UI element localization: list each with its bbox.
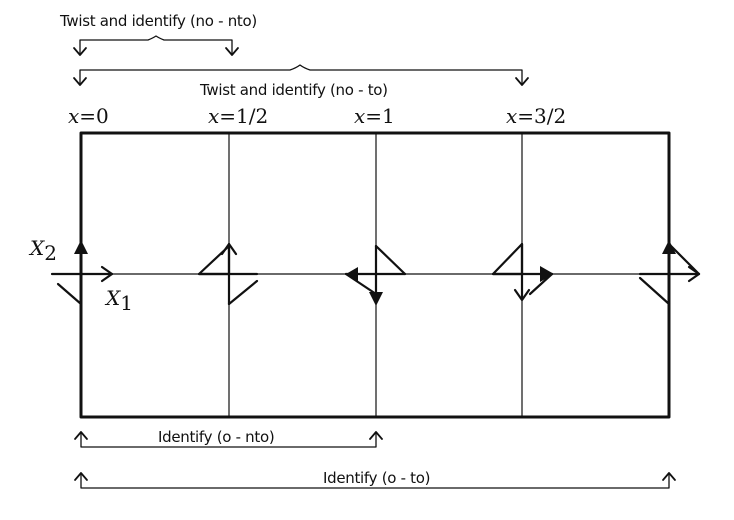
label-identify-nto: Identify (o - nto) [158, 428, 274, 446]
position-labels: x=0 x=1/2 x=1 x=3/2 [68, 104, 566, 128]
position-label-half: x=1/2 [208, 104, 268, 128]
chevron-up-icon [74, 431, 88, 440]
position-label-three-halves: x=3/2 [506, 104, 566, 128]
frame-icon-x0 [50, 240, 114, 306]
frame-icon-x-three-halves [491, 242, 554, 302]
position-label-0: x=0 [68, 104, 109, 128]
axis-label-x1: X1 [104, 286, 133, 315]
chevron-up-icon [74, 472, 88, 481]
label-twist-to: Twist and identify (no - to) [199, 81, 388, 99]
bracket-twist-to: Twist and identify (no - to) [73, 64, 529, 99]
chevron-up-icon [662, 472, 676, 481]
frame-icon-x1 [344, 244, 407, 306]
label-identify-to: Identify (o - to) [323, 469, 430, 487]
chevron-down-icon [73, 47, 87, 56]
frame-icon-x-end [638, 240, 701, 306]
svg-text:X1: X1 [104, 286, 133, 315]
svg-text:X2: X2 [28, 236, 57, 265]
chevron-down-icon [73, 77, 87, 86]
bracket-identify-to: Identify (o - to) [74, 469, 676, 489]
chevron-down-icon [225, 47, 239, 56]
axis-label-x2: X2 [28, 236, 57, 265]
bracket-twist-nto: Twist and identify (no - nto) [59, 12, 257, 56]
bracket-identify-nto: Identify (o - nto) [74, 428, 383, 448]
chevron-up-icon [369, 431, 383, 440]
frame-icon-x-half [197, 242, 259, 306]
position-label-1: x=1 [354, 104, 395, 128]
chevron-down-icon [515, 77, 529, 86]
label-twist-nto: Twist and identify (no - nto) [59, 12, 257, 30]
